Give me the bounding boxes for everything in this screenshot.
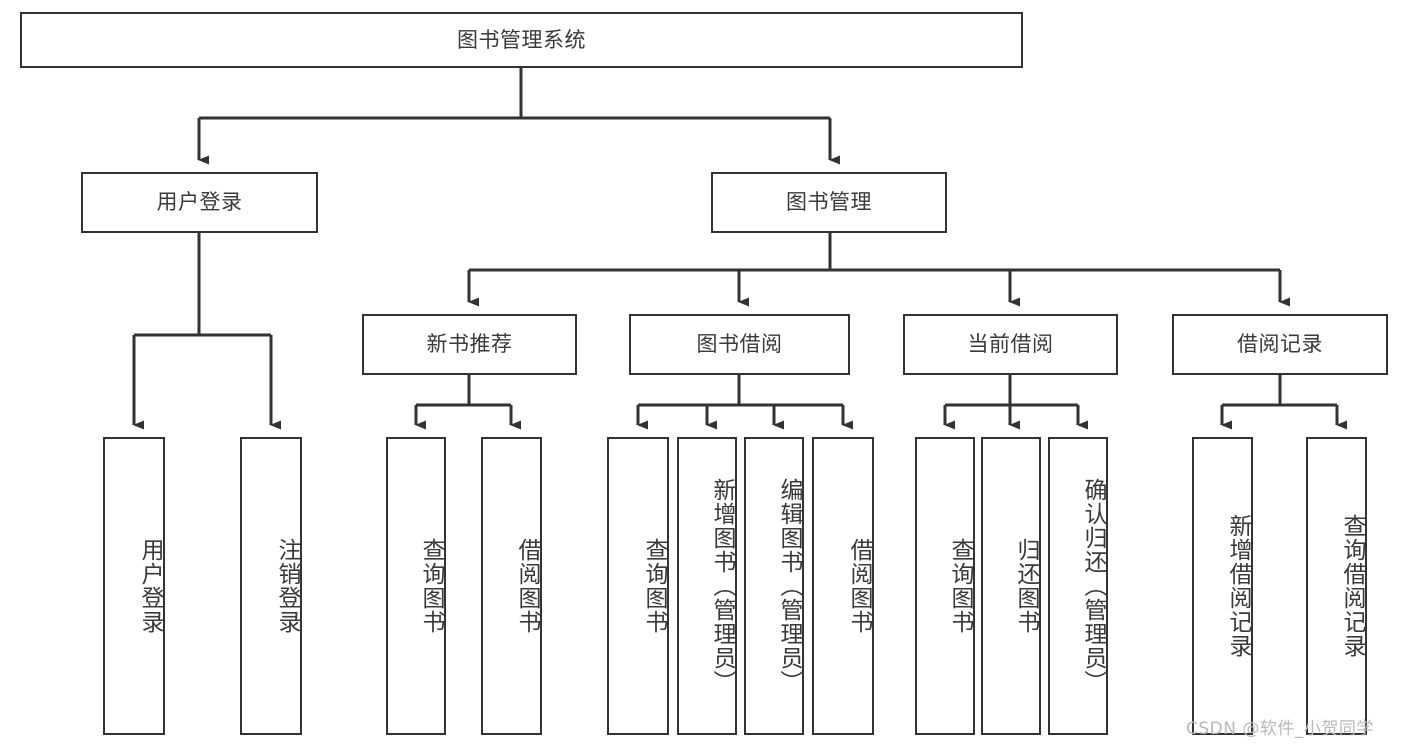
node-label: 新增图书（管理员） [709,478,735,694]
csdn-watermark: CSDN @软件_小贺同学 [1186,719,1374,739]
node-label: 新增借阅记录 [1225,514,1251,658]
node-book-management-system[interactable]: 图书管理系统 [20,12,1023,68]
leaf-user-login[interactable]: 用户登录 [103,437,165,735]
node-label: 用户登录 [137,538,163,634]
node-new-book-recommend[interactable]: 新书推荐 [362,314,577,375]
node-label: 借阅记录 [1237,332,1323,357]
node-label: 图书管理系统 [457,27,586,52]
node-label: 注销登录 [274,538,300,634]
node-label: 当前借阅 [967,332,1054,357]
leaf-borrow-book[interactable]: 借阅图书 [812,437,874,735]
leaf-confirm-return-admin[interactable]: 确认归还（管理员） [1048,437,1108,735]
node-current-borrow[interactable]: 当前借阅 [903,314,1118,375]
leaf-borrow-book-recommend[interactable]: 借阅图书 [481,437,542,735]
leaf-query-book-current[interactable]: 查询图书 [915,437,975,735]
node-label: 查询图书 [947,538,973,634]
node-book-management[interactable]: 图书管理 [711,172,947,233]
leaf-return-book[interactable]: 归还图书 [981,437,1041,735]
node-user-login[interactable]: 用户登录 [81,172,318,233]
leaf-query-book-borrow[interactable]: 查询图书 [607,437,669,735]
node-label: 借阅图书 [846,538,872,634]
leaf-query-book-recommend[interactable]: 查询图书 [386,437,446,735]
leaf-logout-login[interactable]: 注销登录 [240,437,302,735]
node-label: 确认归还（管理员） [1080,478,1106,694]
node-label: 查询图书 [641,538,667,634]
node-label: 查询图书 [418,538,444,634]
node-label: 新书推荐 [426,332,513,357]
node-book-borrow[interactable]: 图书借阅 [629,314,850,375]
node-label: 编辑图书（管理员） [776,478,802,694]
node-label: 借阅图书 [514,538,540,634]
leaf-add-book-admin[interactable]: 新增图书（管理员） [677,437,737,735]
node-label: 用户登录 [156,190,243,215]
node-label: 查询借阅记录 [1339,514,1365,658]
leaf-query-borrow-record[interactable]: 查询借阅记录 [1306,437,1367,735]
leaf-edit-book-admin[interactable]: 编辑图书（管理员） [744,437,804,735]
leaf-add-borrow-record[interactable]: 新增借阅记录 [1192,437,1253,735]
node-label: 图书管理 [786,190,872,215]
node-label: 图书借阅 [696,332,783,357]
node-borrow-record[interactable]: 借阅记录 [1172,314,1388,375]
node-label: 归还图书 [1013,538,1039,634]
